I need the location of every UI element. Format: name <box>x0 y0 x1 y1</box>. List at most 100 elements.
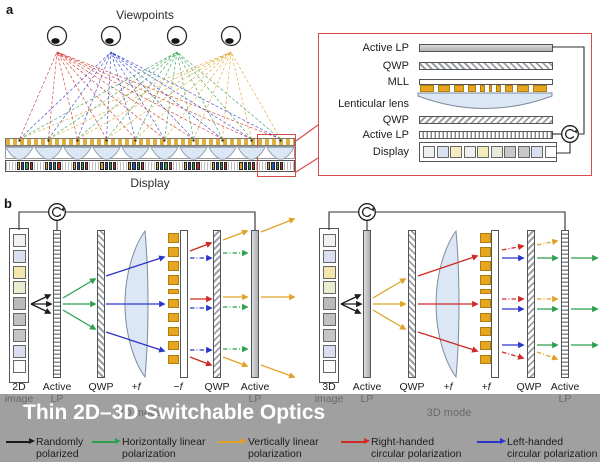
wire-3d <box>375 211 566 230</box>
image-pixel <box>322 312 336 326</box>
display-pixel <box>423 146 435 158</box>
ray <box>48 51 232 140</box>
image-pixel <box>322 234 336 247</box>
image-pixel <box>322 249 336 263</box>
ray <box>106 51 112 140</box>
legend-arrow-red <box>341 438 370 445</box>
mll-substrate-2d <box>179 230 188 378</box>
image-pixel <box>322 360 336 374</box>
2d-image-column <box>9 228 29 383</box>
zoom-highlight-box <box>257 134 296 177</box>
display-pixel-bar <box>5 160 295 172</box>
polarization-arrows <box>30 217 599 379</box>
polarity-switch-icon <box>358 203 376 221</box>
wire-2d <box>65 211 256 230</box>
polarization-arrow <box>62 278 97 299</box>
ray <box>56 51 78 140</box>
caption-title: Thin 2D–3D Switchable Optics <box>23 401 326 424</box>
qwp-column-3d-left <box>408 230 416 378</box>
active-lp-column-2d-left <box>53 230 61 378</box>
ray <box>56 51 223 140</box>
display-pixel <box>517 146 530 158</box>
image-pixel <box>322 328 336 342</box>
ray <box>110 51 252 140</box>
display-label: Display <box>130 176 170 190</box>
image-pixel <box>12 265 26 279</box>
viewpoint-rays <box>18 51 282 142</box>
polarization-arrow <box>105 331 166 353</box>
legend-arrow-blue <box>477 438 506 445</box>
ray <box>48 51 58 140</box>
inset-label-mll: MLL <box>387 75 409 88</box>
ray <box>56 51 165 140</box>
polarization-arrow <box>372 309 407 330</box>
polarization-arrow <box>536 351 559 361</box>
display-pixel <box>463 146 476 158</box>
ray <box>193 51 232 140</box>
polarization-arrow <box>222 229 249 241</box>
qwp-column-2d-left <box>97 230 105 378</box>
panel-a-label: a <box>6 2 14 17</box>
viewpoints-title: Viewpoints <box>116 8 174 22</box>
polarization-arrow <box>105 255 166 277</box>
eye-icon <box>220 25 242 47</box>
ray <box>176 51 252 140</box>
polarization-arrow <box>372 278 407 299</box>
polarization-arrow <box>417 331 479 353</box>
polarization-arrow <box>62 309 97 330</box>
display-pixel <box>450 146 462 158</box>
ray <box>222 51 232 140</box>
polarization-arrow <box>30 294 52 305</box>
ray <box>56 51 252 140</box>
qwp-column-3d-right <box>527 230 535 378</box>
column-label-qwp: QWP <box>88 381 114 393</box>
ray <box>56 51 136 140</box>
inset-label-qwp-top: QWP <box>382 59 409 72</box>
polarization-arrow <box>222 356 249 368</box>
image-pixel <box>322 265 336 279</box>
polarization-arrow <box>536 238 559 246</box>
ray <box>176 51 223 140</box>
ray <box>164 51 178 140</box>
mll-substrate-3d <box>491 230 499 378</box>
legend-arrow-yellow <box>218 438 247 445</box>
image-pixel <box>322 297 336 311</box>
display-pixel <box>504 146 516 158</box>
image-pixel <box>322 281 336 295</box>
column-label-plus-f: +f <box>443 381 453 393</box>
display-pixel <box>544 146 557 158</box>
inset-qwp-top-bar <box>419 62 553 70</box>
callout-line <box>295 157 319 173</box>
eye-icon <box>166 25 188 47</box>
polarization-arrow <box>260 217 296 233</box>
column-label-minus-f: −f <box>173 381 183 393</box>
ray <box>106 51 232 140</box>
legend-arrow-black <box>6 438 35 445</box>
ray <box>56 51 194 140</box>
column-label-qwp: QWP <box>204 381 230 393</box>
inset-label-active-lp-bottom: Active LP <box>362 128 409 141</box>
polarization-arrow <box>501 243 525 251</box>
column-label-plus-f: +f <box>481 381 491 393</box>
ray <box>106 51 178 140</box>
active-lp-column-2d-right <box>251 230 259 378</box>
inset-label-qwp-bottom: QWP <box>382 113 409 126</box>
ray <box>110 51 194 140</box>
image-pixel <box>12 312 26 326</box>
callout-line <box>295 124 319 142</box>
polarization-arrow <box>189 356 213 367</box>
polarization-arrow <box>30 303 52 314</box>
inset-display-bar <box>419 142 557 162</box>
active-lp-column-3d-left <box>363 230 371 378</box>
polarity-switch-icon <box>48 203 66 221</box>
ray <box>77 51 232 140</box>
